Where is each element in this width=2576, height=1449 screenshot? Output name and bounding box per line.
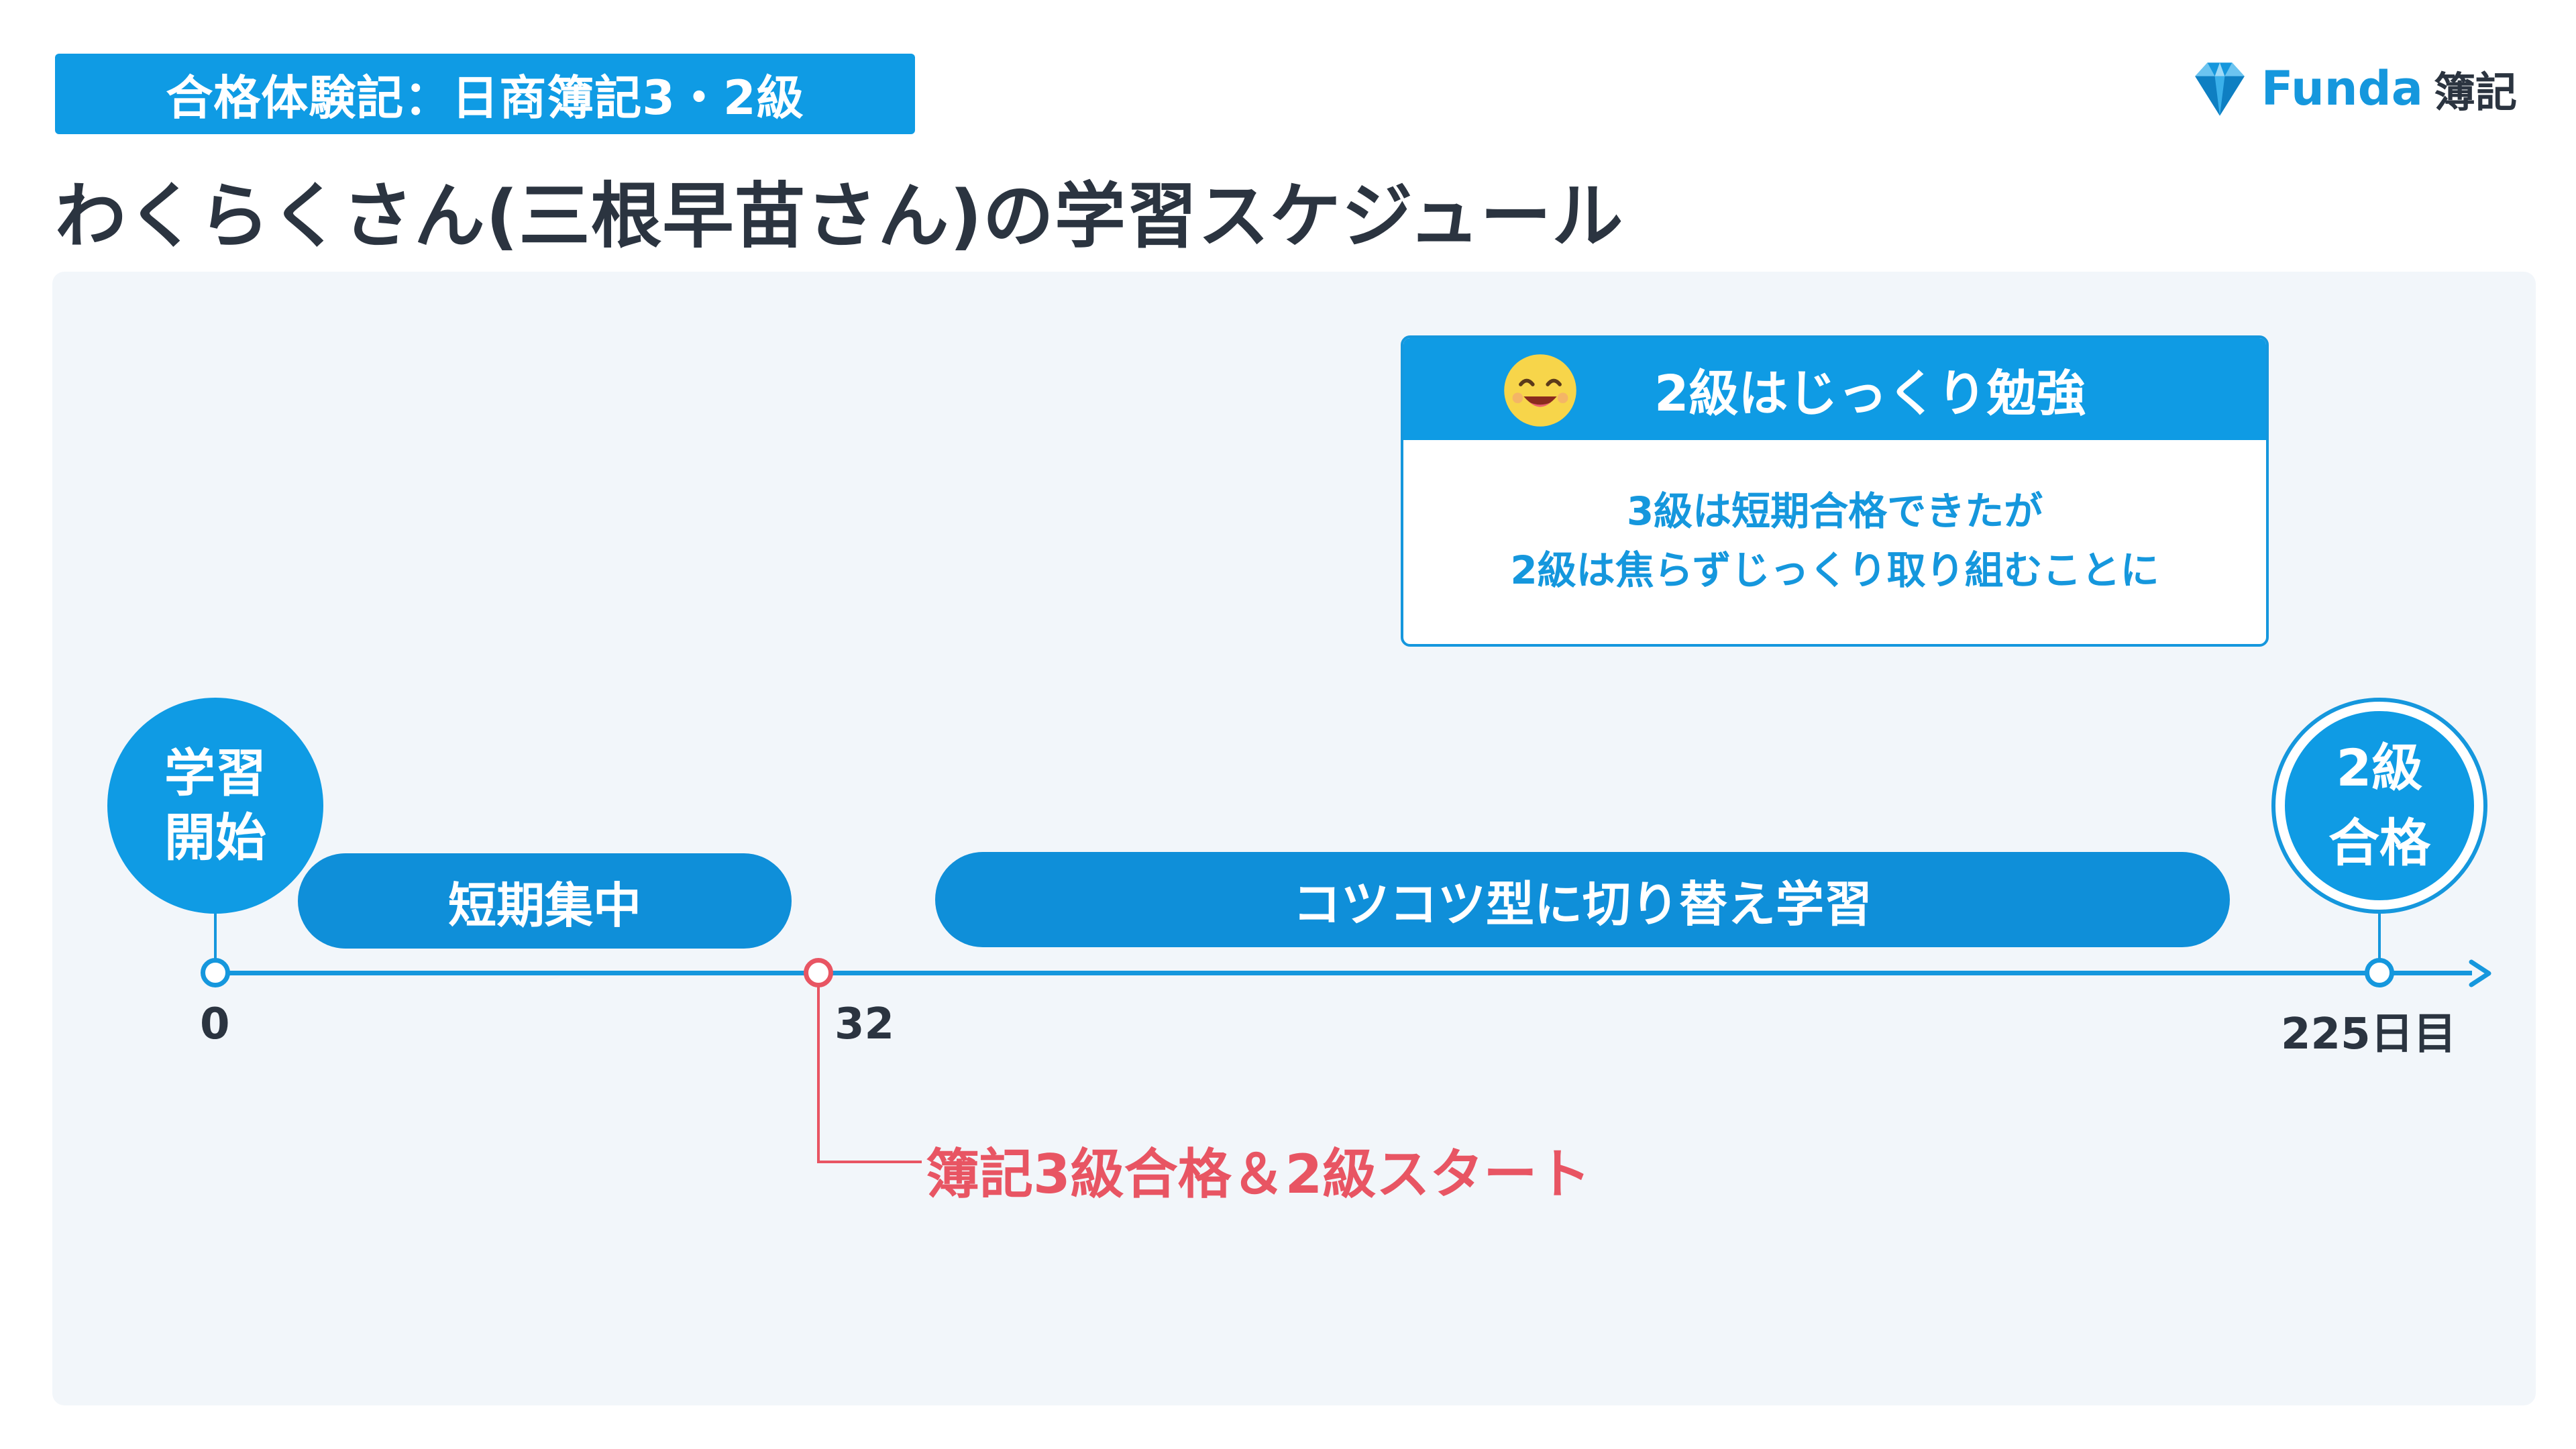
note-card-header: 2級はじっくり勉強 [1403, 338, 2266, 440]
note-card: 2級はじっくり勉強 3級は短期合格できたが 2級は焦らずじっくり取り組むことに [1401, 335, 2269, 647]
timeline-node-end [2365, 958, 2394, 987]
milestone-connector-horizontal [817, 1161, 922, 1163]
header-tag: 合格体験記：日商簿記3・2級 [55, 54, 915, 134]
page-title: わくらくさん(三根早苗さん)の学習スケジュール [55, 175, 1624, 258]
logo-subtitle: 簿記 [2433, 68, 2517, 117]
tick-label-end: 225日目 [2281, 1010, 2457, 1059]
note-line: 3級は短期合格できたが [1626, 488, 2043, 534]
arrow-right-icon [2469, 959, 2491, 987]
tick-label-start: 0 [200, 1000, 230, 1049]
smiling-face-icon [1504, 354, 1576, 427]
logo-brand: Funda [2261, 61, 2423, 116]
start-circle-line: 開始 [164, 808, 266, 867]
funda-logo: Funda 簿記 [2189, 55, 2517, 122]
note-card-body: 3級は短期合格できたが 2級は焦らずじっくり取り組むことに [1403, 440, 2266, 600]
timeline-node-start [201, 958, 230, 987]
start-circle: 学習 開始 [107, 698, 323, 914]
end-connector [2378, 912, 2381, 966]
note-line: 2級は焦らずじっくり取り組むことに [1510, 547, 2159, 593]
milestone-label: 簿記3級合格＆2級スタート [926, 1143, 1591, 1205]
end-circle: 2級 合格 [2285, 711, 2474, 900]
timeline-node-milestone [804, 958, 833, 987]
milestone-connector-vertical [817, 986, 820, 1163]
end-circle-line: 合格 [2328, 813, 2430, 873]
phase-steady-study: コツコツ型に切り替え学習 [935, 852, 2230, 947]
end-circle-line: 2級 [2336, 738, 2423, 798]
start-circle-line: 学習 [164, 743, 266, 803]
tick-label-milestone: 32 [835, 1000, 895, 1049]
start-connector [214, 912, 217, 966]
phase-short-intensive: 短期集中 [298, 853, 792, 949]
timeline-axis [215, 971, 2472, 975]
gem-logo-icon [2194, 62, 2245, 116]
note-card-title: 2級はじっくり勉強 [1654, 364, 2086, 423]
